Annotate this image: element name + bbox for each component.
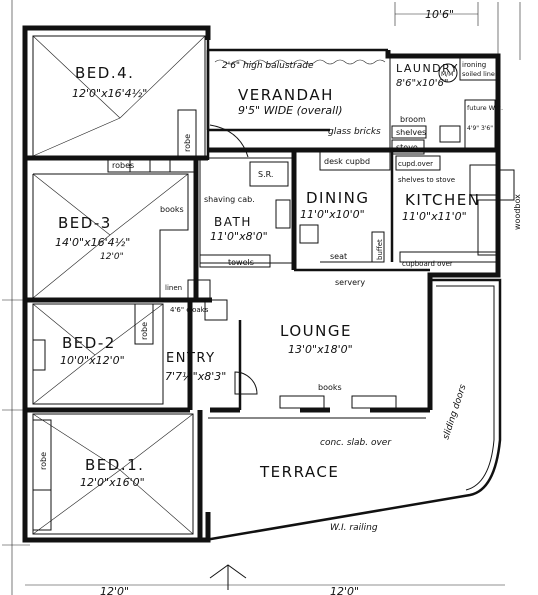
bed2-name: BED-2 xyxy=(62,334,116,352)
bed3-size: 14'0"x16'4½" xyxy=(55,236,130,249)
laundry-size: 8'6"x10'6" xyxy=(396,78,448,89)
bed3-room: BED-3 14'0"x16'4½" 12'0" books xyxy=(32,173,189,299)
laundry-area: LAUNDRY 8'6"x10'6" M/M ironing soiled li… xyxy=(389,57,503,155)
terrace-name: TERRACE xyxy=(259,463,339,481)
future-dim-label: 4'9" 3'6" xyxy=(467,125,493,132)
wi-railing-note: W.I. railing xyxy=(330,523,378,533)
bed4-size: 12'0"x16'4½" xyxy=(72,87,147,100)
bed1-room: BED.1. 12'0"x16'0" robe xyxy=(32,413,194,535)
sliding-doors-note: sliding doors xyxy=(441,383,468,441)
future-wc-label: future W.C. xyxy=(467,104,503,112)
shaving-cab-label: shaving cab. xyxy=(204,195,255,204)
entry-size: 7'7½"x8'3" xyxy=(165,370,226,383)
buffet-label: buffet xyxy=(376,239,384,260)
bed1-name: BED.1. xyxy=(85,456,144,474)
linen-label: linen xyxy=(165,284,182,292)
top-dimension: 10'6" xyxy=(394,2,479,26)
dining-name: DINING xyxy=(306,189,369,207)
entry-name: ENTRY xyxy=(166,351,216,366)
bed2-room: BED-2 10'0"x12'0" robe xyxy=(32,303,164,405)
dining-room: desk cupbd DINING 11'0"x10'0" seat buffe… xyxy=(299,151,391,263)
bath-room: S.R. shaving cab. BATH 11'0"x8'0" towels xyxy=(199,157,293,268)
shelves-label: shelves xyxy=(396,128,426,137)
bed4-room: BED.4. 12'0"x16'4½" robe xyxy=(32,35,206,157)
bed3-name: BED-3 xyxy=(58,214,112,232)
verandah-area: 2'6" high balustrade VERANDAH 9'5" WIDE … xyxy=(206,50,386,158)
dining-size: 11'0"x10'0" xyxy=(300,208,365,221)
bed4-robe-label: robe xyxy=(183,134,192,152)
north-arrow xyxy=(209,564,247,590)
cupd-over-label: cupd.over xyxy=(398,160,433,168)
bed1-robe-label: robe xyxy=(39,452,48,470)
cupboard-over-label: cupboard over xyxy=(402,260,453,268)
bed2-robe-label: robe xyxy=(140,322,149,340)
bed4-name: BED.4. xyxy=(75,64,134,82)
books-bed3-label: books xyxy=(160,205,184,214)
servery-label: servery xyxy=(335,278,365,287)
lounge-room: LOUNGE 13'0"x18'0" books xyxy=(279,322,397,409)
soiled-linen-label: soiled linen xyxy=(462,70,499,78)
conc-slab-note: conc. slab. over xyxy=(320,438,392,448)
bed1-size: 12'0"x16'0" xyxy=(80,476,145,489)
verandah-name: VERANDAH xyxy=(238,86,334,104)
broom-label: broom xyxy=(400,115,426,124)
kitchen-room: cupd.over shelves to stove KITCHEN 11'0"… xyxy=(395,155,522,268)
robes-label: robes xyxy=(112,161,134,170)
balustrade-note: 2'6" high balustrade xyxy=(222,61,314,71)
books-lounge-label: books xyxy=(318,383,342,392)
top-dimension-label: 10'6" xyxy=(425,8,454,21)
bath-name: BATH xyxy=(214,215,252,229)
kitchen-name: KITCHEN xyxy=(405,191,481,209)
verandah-size: 9'5" WIDE (overall) xyxy=(238,104,343,117)
sr-label: S.R. xyxy=(258,170,273,179)
bottom-dimensions: 12'0" 12'0" xyxy=(25,584,505,595)
bath-size: 11'0"x8'0" xyxy=(210,230,268,243)
glass-bricks-note: glass bricks xyxy=(328,127,381,137)
kitchen-size: 11'0"x11'0" xyxy=(402,210,467,223)
lounge-name: LOUNGE xyxy=(280,322,352,340)
shelves-stove-label: shelves to stove xyxy=(398,176,455,184)
lounge-size: 13'0"x18'0" xyxy=(288,343,353,356)
seat-label: seat xyxy=(330,252,347,261)
bed3-alt-size: 12'0" xyxy=(100,252,124,262)
ironing-label: ironing xyxy=(462,61,486,69)
woodbox-label: woodbox xyxy=(513,194,522,230)
desk-cupbd-label: desk cupbd xyxy=(324,157,370,166)
entry-room: ENTRY 7'7½"x8'3" xyxy=(165,320,258,410)
towels-label: towels xyxy=(228,258,254,267)
bed2-size: 10'0"x12'0" xyxy=(60,354,125,367)
bottom-dim-left: 12'0" xyxy=(100,585,129,595)
bottom-dim-right: 12'0" xyxy=(330,585,359,595)
terrace-area: conc. slab. over TERRACE sliding doors W… xyxy=(204,278,502,542)
mm-label: M/M xyxy=(441,71,453,78)
laundry-name: LAUNDRY xyxy=(396,62,459,75)
